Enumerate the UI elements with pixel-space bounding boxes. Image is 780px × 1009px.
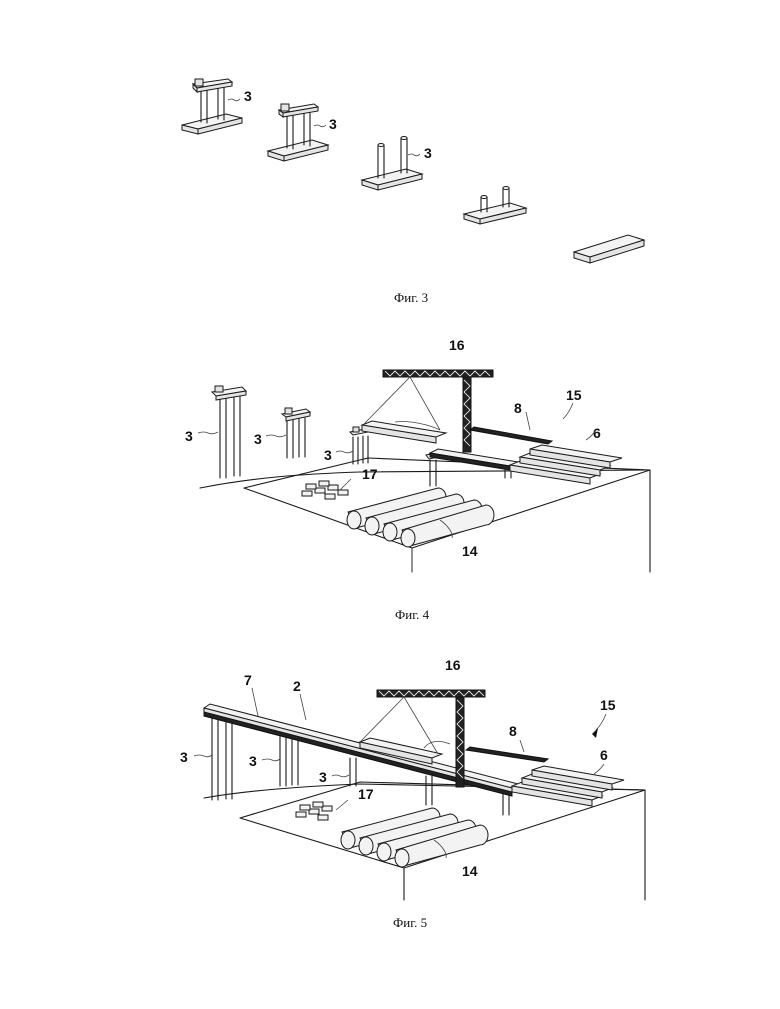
label-14: 14 xyxy=(462,863,478,879)
label-3: 3 xyxy=(329,116,337,132)
pier-stage-3 xyxy=(362,137,422,191)
label-14: 14 xyxy=(462,543,478,559)
pier-stage-4 xyxy=(464,187,526,225)
label-17: 17 xyxy=(358,786,374,802)
pier-stage-1 xyxy=(182,79,242,134)
pipes xyxy=(341,808,488,867)
label-2: 2 xyxy=(293,678,301,694)
small-elements xyxy=(302,481,348,499)
label-7: 7 xyxy=(244,672,252,688)
label-6: 6 xyxy=(600,747,608,763)
figure-3: 3 3 3 Фиг. 3 xyxy=(182,79,644,305)
label-15: 15 xyxy=(600,697,616,713)
lifted-girder xyxy=(362,421,518,470)
label-8: 8 xyxy=(509,723,517,739)
pipes xyxy=(347,488,494,547)
label-3: 3 xyxy=(249,753,257,769)
figure-caption: Фиг. 4 xyxy=(395,607,430,622)
figure-4: 16 8 15 6 3 3 3 17 14 Фиг. 4 xyxy=(185,337,650,622)
pier-stage-5-base xyxy=(574,235,644,263)
label-16: 16 xyxy=(445,657,461,673)
label-3: 3 xyxy=(180,749,188,765)
label-16: 16 xyxy=(449,337,465,353)
label-3: 3 xyxy=(185,428,193,444)
label-3: 3 xyxy=(244,88,252,104)
label-3: 3 xyxy=(424,145,432,161)
figure-5: 16 7 2 15 8 6 3 3 3 17 14 Фиг. 5 xyxy=(180,657,645,930)
pier-stage-2 xyxy=(268,104,328,161)
label-3: 3 xyxy=(324,447,332,463)
label-17: 17 xyxy=(362,466,378,482)
figure-caption: Фиг. 5 xyxy=(393,915,427,930)
label-3: 3 xyxy=(319,769,327,785)
label-3: 3 xyxy=(254,431,262,447)
label-15: 15 xyxy=(566,387,582,403)
small-elements xyxy=(296,802,332,820)
figure-caption: Фиг. 3 xyxy=(394,290,428,305)
label-8: 8 xyxy=(514,400,522,416)
